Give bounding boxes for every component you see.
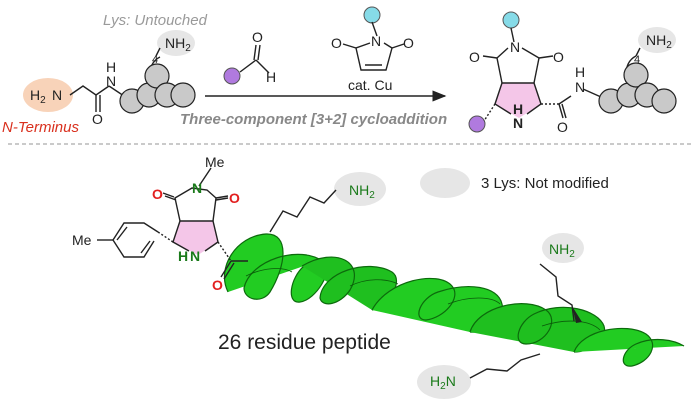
product-lys-nh2-label: NH2 xyxy=(646,32,672,51)
imide-n-label: N xyxy=(192,180,202,196)
amide-n-label: N xyxy=(106,73,116,89)
amine-h-label: H2 xyxy=(30,87,46,106)
lys-nh2-label: NH2 xyxy=(165,35,191,54)
amide-o-label: O xyxy=(92,111,103,127)
lys-chain-count: 4 xyxy=(152,54,158,66)
imide-o-top-label: O xyxy=(152,186,163,202)
aldehyde-r-group xyxy=(223,67,241,85)
product-lys-nh2-highlight xyxy=(638,27,676,53)
lys-side-chains xyxy=(269,189,575,379)
n-terminus-label: N-Terminus xyxy=(2,119,79,136)
reaction-label: Three-component [3+2] cycloaddition xyxy=(180,111,447,128)
n-terminus-highlight xyxy=(23,78,73,112)
methyl-label: Me xyxy=(205,154,225,170)
product-n-label: N xyxy=(510,39,520,55)
imide-o-right-label: O xyxy=(229,190,240,206)
maleimide-n-label: N xyxy=(371,33,381,49)
aldehyde-h-label: H xyxy=(266,69,276,85)
lys-nh2-highlight xyxy=(157,30,195,56)
residue-balls-right xyxy=(598,62,677,114)
carbonyl-o-label: O xyxy=(212,277,223,293)
product-amide-h-label: H xyxy=(575,64,585,80)
bottom-molecule-bonds xyxy=(97,167,248,280)
lys-untouched-label: Lys: Untouched xyxy=(103,12,208,29)
maleimide-substituent xyxy=(363,6,381,24)
product-lys-chain-count: 4 xyxy=(634,54,640,66)
legend-text: 3 Lys: Not modified xyxy=(481,175,609,192)
pyrrolidine-h-label: H xyxy=(178,248,188,264)
lys2-wedge xyxy=(572,306,582,323)
maleimide-bonds xyxy=(342,21,405,71)
pyrrolidine-ring-bottom xyxy=(173,221,218,255)
peptide-helix xyxy=(223,233,685,367)
lys2-highlight xyxy=(542,233,584,263)
residue-balls-left xyxy=(119,63,196,114)
lys3-highlight xyxy=(417,365,471,399)
aldehyde-o-label: O xyxy=(252,29,263,45)
product-o1-label: O xyxy=(469,49,480,65)
pyrrolidine-n-label: N xyxy=(190,248,200,264)
aldehyde-bonds xyxy=(239,44,270,74)
product-nh-h-label: H xyxy=(513,101,523,117)
maleimide-o-left-label: O xyxy=(331,35,342,51)
lys2-nh2-label: NH2 xyxy=(549,241,575,260)
pyrrolidine-ring-product xyxy=(495,83,541,118)
lys1-highlight xyxy=(334,172,386,206)
product-cyan-substituent xyxy=(502,11,520,29)
product-o3-label: O xyxy=(557,119,568,135)
maleimide-o-right-label: O xyxy=(403,35,414,51)
product-purple-substituent xyxy=(468,115,486,133)
lys3-h2n-label: H2N xyxy=(430,373,456,392)
lys1-nh2-label: NH2 xyxy=(349,182,375,201)
product-amide-n-label: N xyxy=(575,79,585,95)
peptide-reactant-bonds xyxy=(69,47,161,112)
peptide-label: 26 residue peptide xyxy=(218,331,391,354)
product-nh-n-label: N xyxy=(513,115,523,131)
product-o2-label: O xyxy=(553,49,564,65)
legend-gray-ellipse xyxy=(420,168,470,198)
amide-h-label: H xyxy=(106,59,116,75)
amine-n-label: N xyxy=(52,87,62,103)
catalyst-label: cat. Cu xyxy=(348,77,392,93)
aryl-me-label: Me xyxy=(72,232,92,248)
